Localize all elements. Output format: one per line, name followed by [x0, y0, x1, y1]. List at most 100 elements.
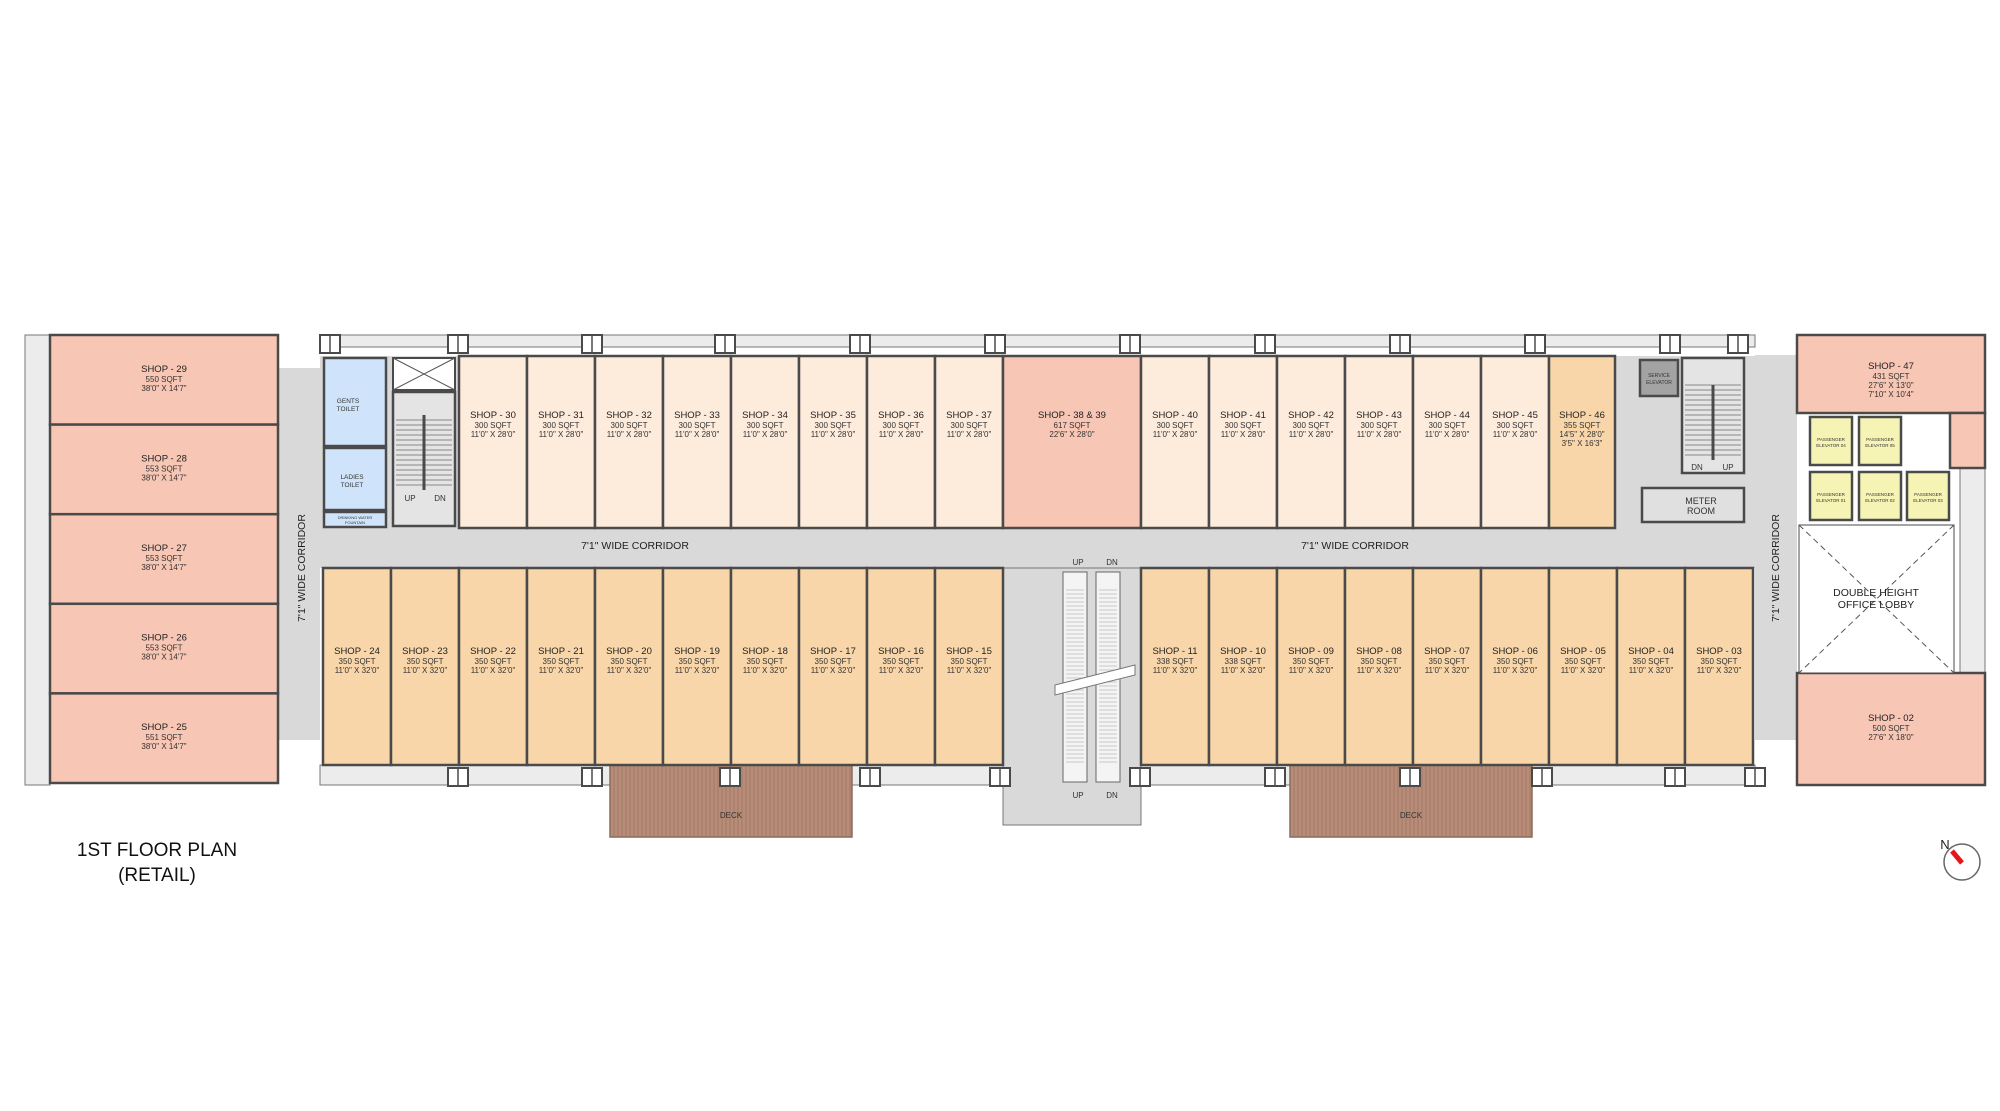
shop-area-sqft: 300 SQFT	[543, 421, 580, 430]
shop-name: SHOP - 04	[1628, 646, 1674, 657]
shop-name: SHOP - 09	[1288, 646, 1334, 657]
column-icon	[989, 767, 1011, 787]
elevator-car	[1808, 415, 1854, 467]
shop-area-sqft: 300 SQFT	[815, 421, 852, 430]
shop-area	[457, 354, 529, 530]
elevator-label: PASSENGER	[1914, 492, 1942, 497]
stair-dn-label: DN	[1691, 463, 1703, 472]
column-icon	[1399, 767, 1421, 787]
shop-area	[1479, 566, 1551, 767]
shop-area	[1275, 354, 1347, 530]
corridor-right	[1755, 355, 1797, 740]
corridor-label: 7'1" WIDE CORRIDOR	[1301, 540, 1409, 552]
shop-area	[797, 354, 869, 530]
shop-area-sqft: 350 SQFT	[883, 657, 920, 666]
shop-dimensions: 11'0" X 28'0"	[471, 430, 516, 439]
shop-area-sqft: 300 SQFT	[1157, 421, 1194, 430]
shop-name: SHOP - 38 & 39	[1038, 410, 1106, 421]
shop-name: SHOP - 28	[141, 453, 187, 464]
column-icon	[714, 334, 736, 354]
shop-dimensions: 38'0" X 14'7"	[141, 384, 186, 393]
shop-dimensions: 11'0" X 28'0"	[743, 430, 788, 439]
ladies-label: TOILET	[341, 482, 364, 489]
deck-label: DECK	[720, 811, 743, 820]
shop-dimensions: 38'0" X 14'7"	[141, 473, 186, 482]
shop-area-sqft: 350 SQFT	[407, 657, 444, 666]
shop-name: SHOP - 37	[946, 410, 992, 421]
column-icon	[1254, 334, 1276, 354]
shop-area-sqft: 350 SQFT	[1565, 657, 1602, 666]
service-elevator-label: ELEVATOR	[1646, 380, 1672, 386]
shop-dimensions: 11'0" X 32'0"	[1357, 666, 1402, 675]
shop-area	[933, 354, 1005, 530]
shop-dimensions: 11'0" X 28'0"	[811, 430, 856, 439]
shop-dimensions: 14'5" X 28'0"	[1559, 430, 1604, 439]
shop-area-sqft: 431 SQFT	[1873, 372, 1910, 381]
stair-dn-label: DN	[434, 494, 446, 503]
shop-name: SHOP - 40	[1152, 410, 1198, 421]
shop-dimensions: 38'0" X 14'7"	[141, 742, 186, 751]
shop-name: SHOP - 05	[1560, 646, 1606, 657]
column-icon	[1524, 334, 1546, 354]
shop-dimensions: 11'0" X 28'0"	[947, 430, 992, 439]
shop-name: SHOP - 34	[742, 410, 788, 421]
shop-dimensions: 11'0" X 32'0"	[335, 666, 380, 675]
shop-area	[797, 566, 869, 767]
shop-name: SHOP - 30	[470, 410, 516, 421]
plan-subtitle: (RETAIL)	[118, 865, 196, 886]
lobby-label: DOUBLE HEIGHT	[1833, 587, 1919, 599]
shop-name: SHOP - 24	[334, 646, 380, 657]
shop-area-sqft: 350 SQFT	[747, 657, 784, 666]
shop-area-sqft: 553 SQFT	[146, 644, 183, 653]
shop-area	[661, 354, 733, 530]
shop-dimensions: 11'0" X 28'0"	[1357, 430, 1402, 439]
shop-dimensions: 11'0" X 32'0"	[1221, 666, 1266, 675]
